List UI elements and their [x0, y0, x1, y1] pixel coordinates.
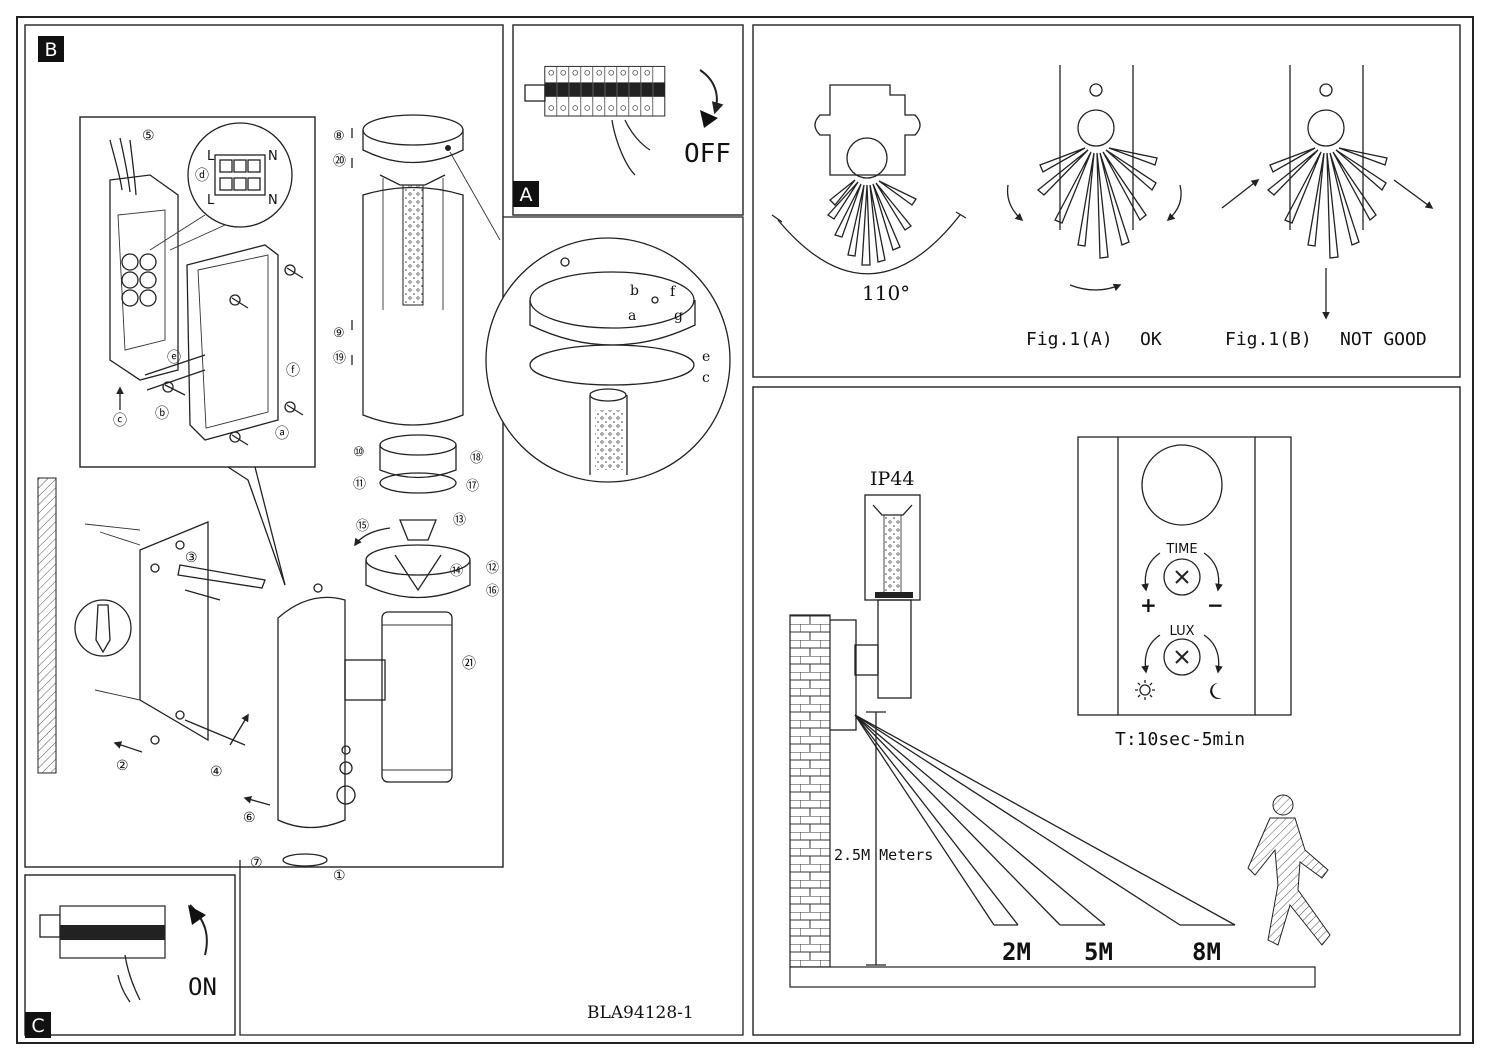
angle-label: 110° — [862, 281, 910, 305]
callout-12: ⑫ — [486, 561, 499, 576]
lamp-reflector — [365, 519, 471, 599]
detection-rays — [854, 714, 1236, 926]
distance-8m: 8M — [1192, 938, 1221, 966]
time-dial[interactable] — [1163, 558, 1201, 596]
screw-dial-icon — [1163, 558, 1201, 596]
time-label: TIME — [1165, 542, 1197, 557]
label-c: c — [702, 370, 710, 386]
wall-section — [37, 477, 57, 774]
fig-1a-status: OK — [1140, 329, 1162, 350]
fig-1a-ok-diagram — [1006, 65, 1182, 291]
panel-b-extension — [239, 216, 744, 1036]
off-label: OFF — [684, 139, 731, 169]
lamp-housing — [277, 583, 453, 867]
panel-detection — [752, 24, 1461, 378]
sensor-top-view — [771, 84, 967, 275]
terminal-n-top: N — [268, 149, 278, 164]
label-e: e — [702, 349, 710, 365]
arrow-icon — [188, 905, 206, 925]
callout-2: ② — [116, 758, 129, 774]
panel-c-badge — [25, 1012, 51, 1038]
sensor-lens — [1141, 444, 1223, 526]
label-a: a — [628, 308, 636, 324]
panel-b-badge — [38, 36, 64, 62]
wiring-screws — [162, 264, 304, 446]
callout-16: ⑯ — [486, 584, 499, 599]
fig-1a-label: Fig.1(A) — [1026, 329, 1113, 350]
callout-a: ⓐ — [275, 426, 289, 442]
lamp-cap — [362, 114, 464, 164]
mounted-lamp — [827, 494, 921, 731]
model-code: BLA94128-1 — [587, 1003, 694, 1023]
junction-box — [109, 137, 279, 441]
label-b: b — [630, 283, 639, 299]
hand-icon — [611, 119, 651, 176]
callout-3: ③ — [185, 550, 198, 566]
lamp-diffuser-tube — [362, 174, 464, 426]
hand-icon — [117, 954, 141, 1003]
time-minus: − — [1207, 593, 1224, 617]
timer-range-label: T:10sec-5min — [1115, 729, 1245, 750]
callout-8: ⑧ — [333, 129, 345, 144]
panel-c-label: C — [31, 1015, 44, 1037]
distance-5m: 5M — [1084, 938, 1113, 966]
panel-a-label: A — [520, 184, 533, 206]
callout-15: ⑮ — [356, 519, 369, 534]
brick-wall — [789, 614, 831, 968]
ground — [789, 966, 1316, 988]
callout-e: ⓔ — [167, 350, 181, 366]
sensor-detail-circle — [449, 151, 731, 483]
callout-19: ⑲ — [333, 351, 346, 366]
sun-icon — [1135, 680, 1155, 700]
time-plus: + — [1140, 593, 1157, 617]
breaker-on-illustration — [39, 904, 208, 1003]
panel-a-badge — [513, 181, 539, 207]
label-f: f — [670, 284, 677, 300]
callout-f: ⓕ — [286, 363, 300, 379]
callout-7: ⑦ — [250, 855, 263, 871]
callout-b: ⓑ — [155, 406, 169, 422]
terminal-l-bottom: L — [207, 193, 215, 208]
callout-d: ⓓ — [195, 168, 209, 184]
callout-5: ⑤ — [142, 128, 155, 144]
lamp-ring-seal — [379, 434, 457, 494]
moon-icon — [1210, 683, 1222, 699]
callout-14: ⑭ — [450, 564, 463, 579]
on-label: ON — [188, 973, 217, 1001]
height-label: 2.5M Meters — [834, 846, 933, 864]
terminal-n-bottom: N — [268, 193, 278, 208]
lux-dial[interactable] — [1163, 638, 1201, 676]
breaker-off-illustration — [524, 65, 724, 176]
callout-11: ⑪ — [353, 477, 366, 492]
arrow-icon — [699, 69, 724, 115]
fig-1b-status: NOT GOOD — [1340, 329, 1427, 350]
person-icon — [1247, 794, 1331, 946]
terminal-block-detail — [149, 122, 293, 251]
panel-b-label: B — [44, 39, 57, 61]
mounting-plate — [74, 521, 266, 746]
wall-plug-detail — [74, 599, 132, 657]
terminal-l-top: L — [207, 149, 215, 164]
callout-10: ⑩ — [353, 445, 365, 460]
ip-rating-label: IP44 — [870, 468, 914, 490]
callout-18: ⑱ — [470, 451, 483, 466]
callout-1: ① — [333, 868, 346, 884]
label-g: g — [674, 308, 683, 324]
fig-1b-not-good-diagram — [1221, 65, 1434, 320]
callout-9: ⑨ — [333, 326, 345, 341]
callout-21: ㉑ — [462, 656, 476, 672]
distance-2m: 2M — [1002, 938, 1031, 966]
callout-6: ⑥ — [243, 810, 256, 826]
lux-label: LUX — [1169, 624, 1194, 639]
callout-20: ⑳ — [333, 154, 346, 169]
callout-c: ⓒ — [113, 413, 127, 429]
callout-4: ④ — [210, 764, 223, 780]
control-panel — [1077, 436, 1292, 716]
height-dimension — [866, 711, 886, 966]
callout-13: ⑬ — [453, 513, 466, 528]
fig-1b-label: Fig.1(B) — [1225, 329, 1312, 350]
screw-dial-icon — [1163, 638, 1201, 676]
callout-17: ⑰ — [466, 479, 479, 494]
